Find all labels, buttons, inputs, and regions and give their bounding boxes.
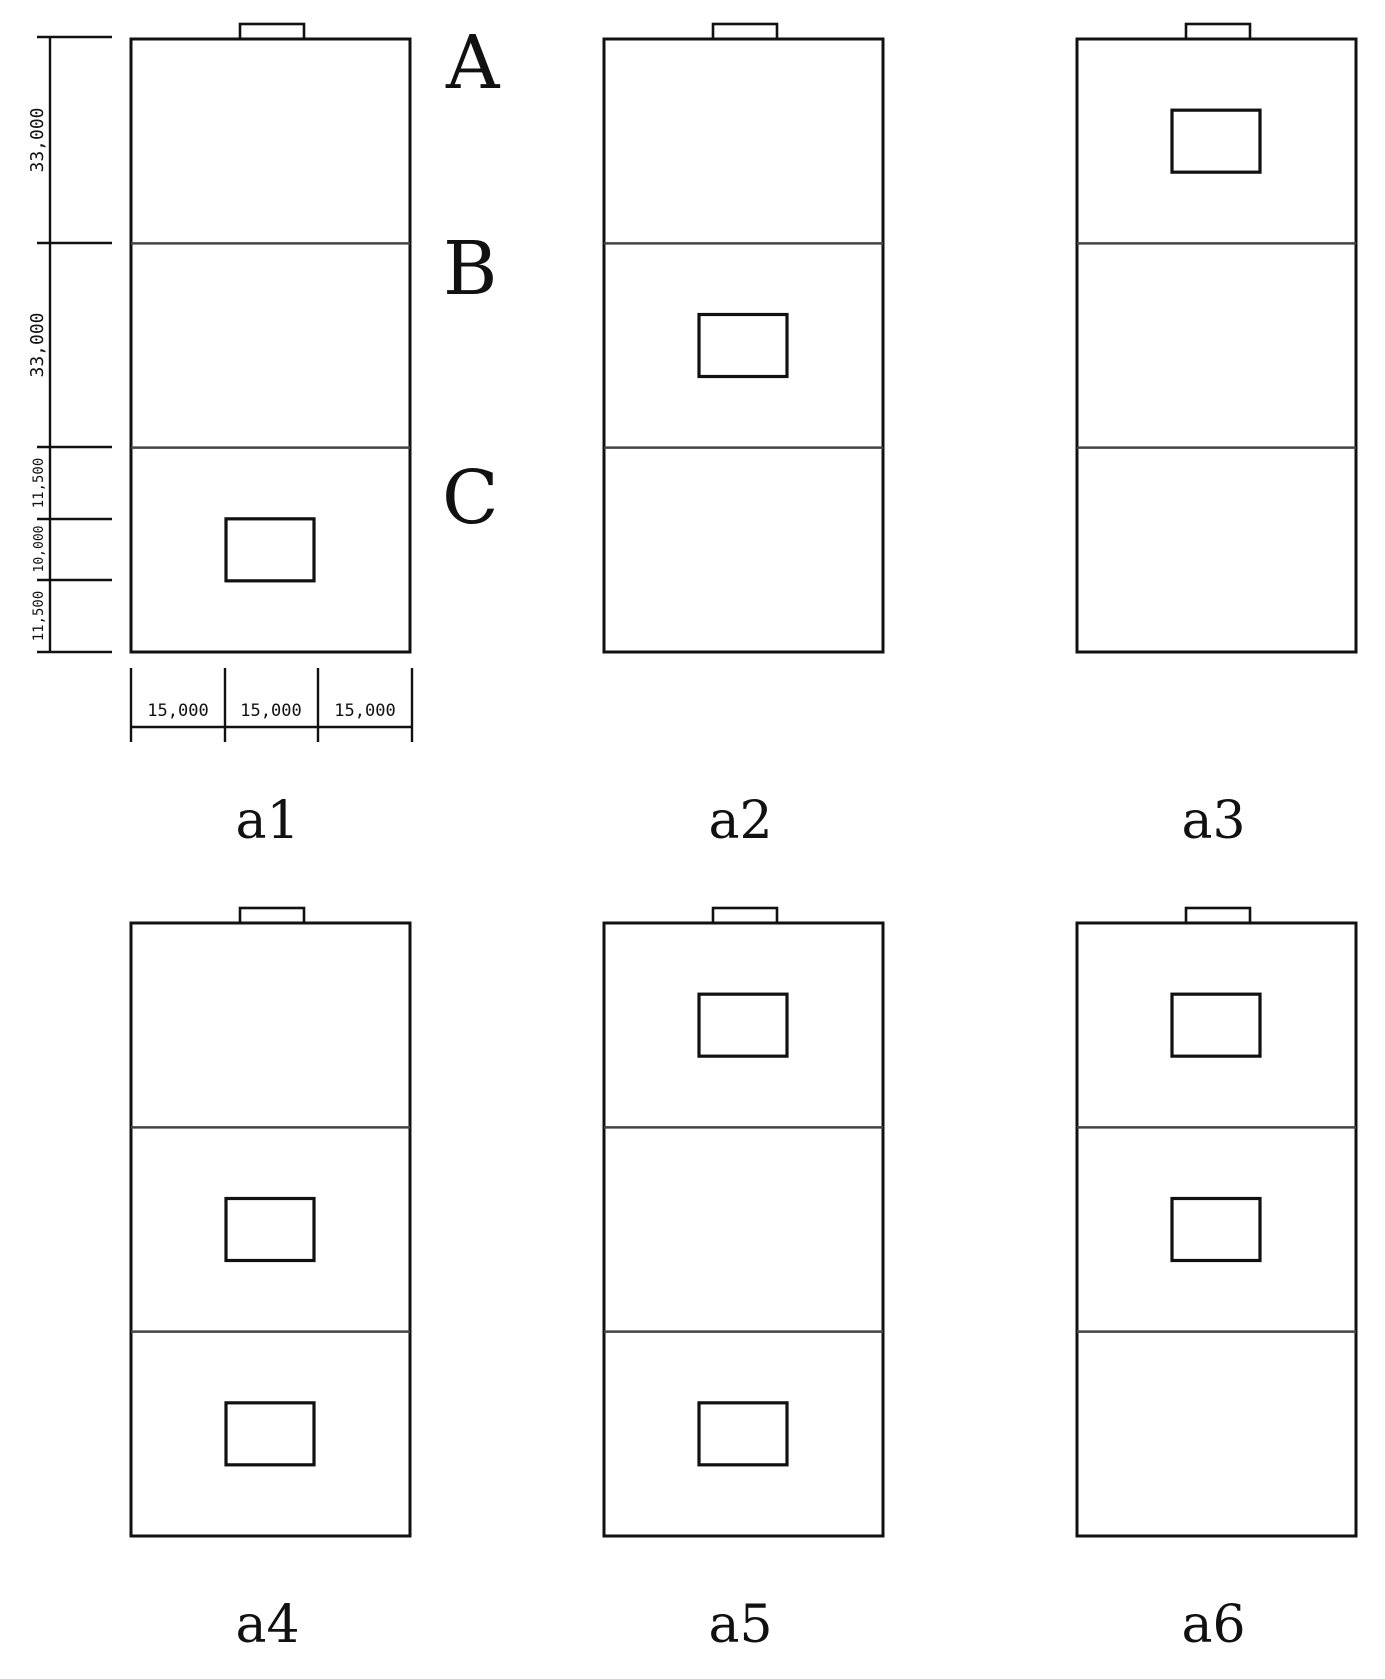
dim-block-height: 10,000 — [32, 526, 47, 573]
block-zone-a — [1170, 992, 1262, 1058]
top-tab — [238, 906, 306, 925]
panel-caption: a1 — [235, 791, 299, 851]
panel-a1: a1 — [129, 22, 412, 851]
building-frame — [602, 37, 885, 654]
building-frame — [129, 37, 412, 654]
building-frame — [1075, 37, 1358, 654]
panel-a6: a6 — [1075, 906, 1358, 1655]
block-zone-c — [224, 517, 316, 583]
block-zone-c — [224, 1401, 316, 1467]
dim-width-left: 15,000 — [147, 701, 208, 721]
building-frame — [602, 921, 885, 1538]
panel-a2: a2 — [602, 22, 885, 851]
panel-caption: a2 — [708, 791, 772, 851]
panel-a4: a4 — [129, 906, 412, 1655]
top-tab — [1184, 906, 1252, 925]
building-frame — [1075, 921, 1358, 1538]
dim-width-middle: 15,000 — [240, 701, 301, 721]
panel-a3: a3 — [1075, 22, 1358, 851]
zone-label-b: B — [443, 226, 497, 312]
building-frame — [129, 921, 412, 1538]
block-zone-c — [697, 1401, 789, 1467]
vertical-dimension-chain: 33,000 33,000 11,500 10,000 11,500 — [27, 35, 112, 654]
block-zone-a — [697, 992, 789, 1058]
dim-b-height: 33,000 — [27, 312, 48, 377]
block-zone-b — [697, 312, 789, 379]
zone-label-c: C — [442, 455, 499, 541]
panel-caption: a3 — [1181, 791, 1245, 851]
dim-c-bottom-margin: 11,500 — [31, 591, 47, 642]
panel-a5: a5 — [602, 906, 885, 1655]
dim-width-right: 15,000 — [334, 701, 395, 721]
dim-c-top-margin: 11,500 — [31, 458, 47, 509]
top-tab — [711, 22, 779, 41]
panel-caption: a5 — [708, 1595, 772, 1655]
block-zone-a — [1170, 108, 1262, 174]
top-tab — [238, 22, 306, 41]
block-zone-b — [224, 1196, 316, 1263]
top-tab — [1184, 22, 1252, 41]
horizontal-dimension-chain: 15,000 15,000 15,000 — [129, 668, 414, 742]
block-zone-b — [1170, 1196, 1262, 1263]
panel-caption: a6 — [1181, 1595, 1245, 1655]
panels-group: a1 a2 a3 a4 a5 a6 — [129, 22, 1358, 1655]
dim-a-height: 33,000 — [27, 107, 48, 172]
zone-label-a: A — [445, 20, 501, 106]
top-tab — [711, 906, 779, 925]
panel-caption: a4 — [235, 1595, 299, 1655]
